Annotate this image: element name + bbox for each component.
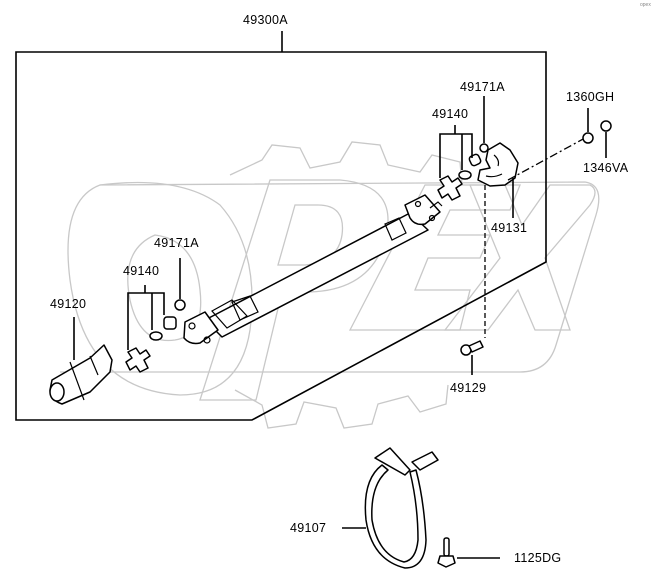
label-1125dg[interactable]: 1125DG	[514, 551, 561, 565]
hanger-strap[interactable]	[364, 447, 439, 569]
watermark-o	[67, 181, 253, 396]
label-49120[interactable]: 49120	[50, 297, 86, 311]
label-49140-front[interactable]: 49140	[123, 264, 159, 278]
label-1360gh[interactable]: 1360GH	[566, 90, 614, 104]
bolt-lower[interactable]	[460, 340, 484, 356]
bearing-kit-rear[interactable]	[437, 153, 482, 201]
label-49171a-front[interactable]: 49171A	[154, 236, 199, 250]
label-49131[interactable]: 49131	[491, 221, 527, 235]
sleeve-yoke[interactable]	[49, 344, 113, 405]
watermark-gear	[229, 141, 463, 429]
bolt-upper[interactable]	[582, 132, 594, 144]
label-1346va[interactable]: 1346VA	[583, 161, 629, 175]
assembly-frame: 49300A	[15, 13, 547, 421]
label-49140-rear[interactable]: 49140	[432, 107, 468, 121]
nut[interactable]	[600, 120, 612, 132]
watermark	[60, 141, 600, 429]
washer-rear[interactable]	[479, 143, 489, 153]
label-49300a[interactable]: 49300A	[243, 13, 288, 27]
bearing-kit-front[interactable]	[125, 316, 177, 373]
label-49107[interactable]: 49107	[290, 521, 326, 535]
label-49129[interactable]: 49129	[450, 381, 486, 395]
watermark-frame	[60, 181, 600, 373]
label-49171a-rear[interactable]: 49171A	[460, 80, 505, 94]
corner-mark: opex	[640, 2, 651, 8]
flange-yoke[interactable]	[477, 142, 519, 187]
strap-bolt[interactable]	[437, 537, 456, 568]
watermark-x	[443, 184, 596, 331]
bolt-axis-line	[507, 137, 586, 181]
washer-front[interactable]	[174, 299, 186, 311]
propeller-shaft[interactable]	[183, 194, 443, 345]
